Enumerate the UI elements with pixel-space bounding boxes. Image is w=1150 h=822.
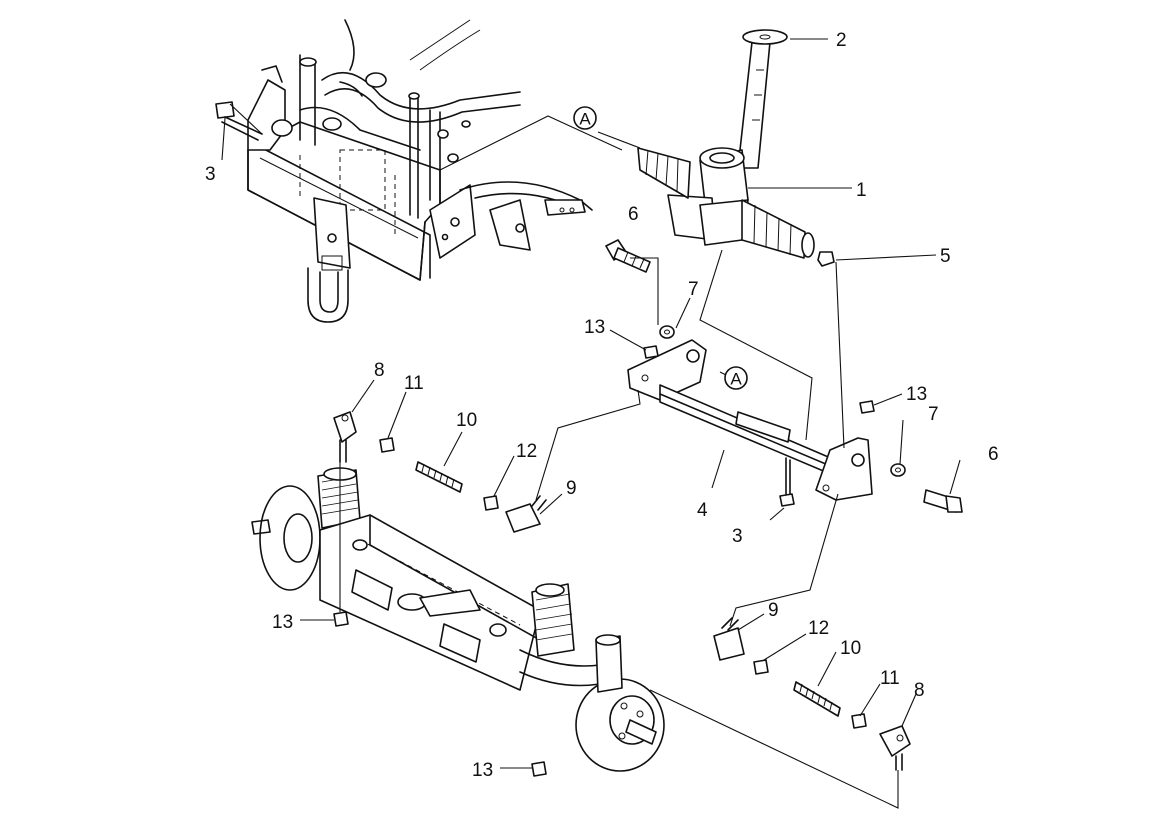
rack-mounting-bracket xyxy=(627,339,873,501)
callout-13-axle-left: 13 xyxy=(272,612,293,633)
front-axle-assembly xyxy=(251,467,665,772)
bolt-6-right xyxy=(923,489,963,513)
callout-1: 1 xyxy=(856,180,867,201)
callout-6-right: 6 xyxy=(988,444,999,465)
threaded-rod-10-left xyxy=(415,461,463,493)
callout-8-right: 8 xyxy=(914,680,925,701)
marker-a-top-label: A xyxy=(579,110,591,129)
bolt-6-left xyxy=(605,239,651,273)
bolt-3-bracket xyxy=(779,457,795,507)
steering-rack xyxy=(637,29,815,259)
callout-4: 4 xyxy=(697,500,708,521)
callout-9-right: 9 xyxy=(768,600,779,621)
callout-8-left: 8 xyxy=(374,360,385,381)
nut-13-bracket-left xyxy=(643,345,659,359)
frame-bracket-assembly xyxy=(247,19,593,323)
callout-3-bracket: 3 xyxy=(732,526,743,547)
callout-13-bracket-right: 13 xyxy=(906,384,927,405)
ball-joint-9-left xyxy=(505,495,547,533)
bolt-3-frame xyxy=(215,101,263,141)
callout-7-left: 7 xyxy=(688,279,699,300)
nut-12-left xyxy=(483,495,499,511)
rack-end-nut xyxy=(817,251,835,267)
callout-11-left: 11 xyxy=(404,373,424,394)
callout-9-left: 9 xyxy=(566,478,577,499)
callout-13-axle-right: 13 xyxy=(472,760,493,781)
callout-3-frame: 3 xyxy=(205,164,216,185)
nut-12-right xyxy=(753,659,769,675)
tie-rod-end-8-right xyxy=(879,725,911,771)
reference-marker-a-bracket: A xyxy=(724,366,748,390)
nut-13-axle-right xyxy=(531,761,547,777)
leader-lines xyxy=(221,38,961,809)
callout-11-right: 11 xyxy=(880,668,900,689)
ball-joint-9-right xyxy=(713,617,745,661)
callout-12-left: 12 xyxy=(516,441,537,462)
nut-13-bracket-right xyxy=(859,400,875,414)
callout-10-right: 10 xyxy=(840,638,861,659)
tie-rod-end-8-left xyxy=(333,411,357,463)
nut-11-right xyxy=(851,713,867,729)
callout-13-bracket-left: 13 xyxy=(584,317,605,338)
reference-marker-a-top: A xyxy=(573,106,597,130)
callout-12-right: 12 xyxy=(808,618,829,639)
washer-7-right xyxy=(890,463,906,477)
threaded-rod-10-right xyxy=(793,681,841,717)
nut-13-axle-left xyxy=(333,611,349,627)
callout-labels: 1 2 3 3 4 5 6 6 7 7 8 8 9 9 10 10 11 11 … xyxy=(205,30,999,781)
callout-5: 5 xyxy=(940,246,951,267)
nut-11-left xyxy=(379,437,395,453)
callout-6-left: 6 xyxy=(628,204,639,225)
callout-10-left: 10 xyxy=(456,410,477,431)
marker-a-bracket-label: A xyxy=(730,370,742,389)
callout-7-right: 7 xyxy=(928,404,939,425)
callout-2: 2 xyxy=(836,30,847,51)
washer-7-left xyxy=(659,325,675,339)
